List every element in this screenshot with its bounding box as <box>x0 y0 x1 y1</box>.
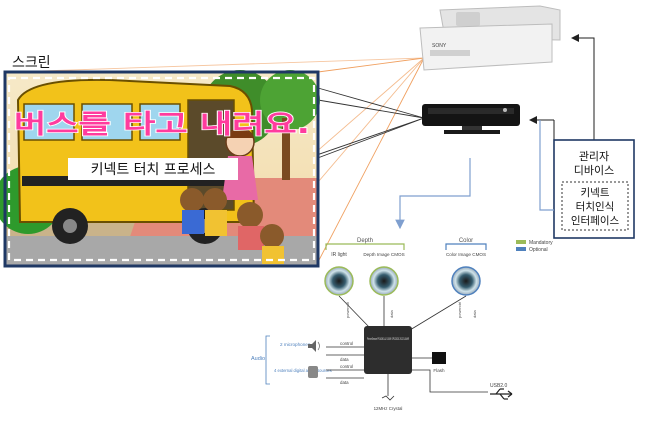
admin-device-line2: 디바이스 <box>574 164 614 177</box>
screen-title: 버스를 타고 내려요. <box>14 110 310 140</box>
data-text-color: data <box>472 309 477 318</box>
legend-optional: Optional <box>529 247 548 253</box>
kinect-sensor <box>422 104 520 134</box>
projector-brand: SONY <box>432 43 447 49</box>
external-audio-label: 4 external digital audio sources <box>274 368 332 373</box>
screen-border <box>3 70 320 268</box>
legend-optional-swatch <box>516 247 526 251</box>
screen-panel: 버스를 타고 내려요. 키넥트 터치 프로세스 <box>0 70 320 268</box>
depth-group-label: Depth <box>357 238 373 244</box>
kinect-process-label: 키넥트 터치 프로세스 <box>91 162 216 178</box>
depth-camera-icon <box>369 266 399 296</box>
microphones-label: 2 microphones <box>280 342 311 347</box>
usb-label: USB2.0 <box>490 383 507 389</box>
crystal-label: 12MHz Crystal <box>374 406 403 411</box>
admin-device-line1: 관리자 <box>579 150 609 163</box>
kinect-connector <box>395 120 554 230</box>
color-group-label: Color <box>459 238 473 244</box>
admin-inner-line3: 인터페이스 <box>571 215 620 227</box>
data-label-1: data <box>340 357 349 362</box>
flash-chip-icon <box>432 352 446 364</box>
usb-icon <box>490 388 513 400</box>
kinect-process-box <box>68 158 238 180</box>
admin-inner-line1: 키넥트 <box>581 187 610 199</box>
control-label-1: control <box>340 341 353 346</box>
chip-text: PrimeSense PS1080-A2 1009 SP12020 20221-… <box>367 337 409 341</box>
color-image-label: Color Image CMOS <box>446 252 486 257</box>
audio-jack-icon <box>308 366 318 378</box>
flash-label: Flash <box>433 368 445 373</box>
control-label-2: control <box>340 364 353 369</box>
depth-image-label: Depth Image CMOS <box>363 252 404 257</box>
data-label-2: data <box>340 380 349 385</box>
legend-mandatory: Mandatory <box>529 240 553 246</box>
legend-mandatory-swatch <box>516 240 526 244</box>
audio-label: Audio <box>251 356 265 362</box>
admin-arrows <box>529 34 595 150</box>
kinect-block-diagram: Depth Color Mandatory Optional IR light … <box>251 238 553 411</box>
primesense-chip <box>364 326 412 374</box>
color-camera-icon <box>451 266 481 296</box>
projector-device: SONY <box>419 5 561 71</box>
speaker-icon <box>308 340 320 352</box>
ir-light-camera-icon <box>324 266 354 296</box>
power-text-ir: powerctrl <box>345 302 350 318</box>
admin-device-box: 관리자 디바이스 키넥트 터치인식 인터페이스 <box>553 139 635 239</box>
character-figures <box>180 127 284 264</box>
bus-illustration <box>16 78 256 244</box>
ir-light-label: IR light <box>331 252 347 258</box>
data-text-depth: data <box>389 309 394 318</box>
power-text-color: powerctrl <box>457 302 462 318</box>
screen-label: 스크린 <box>12 55 51 71</box>
admin-inner-line2: 터치인식 <box>576 201 615 213</box>
